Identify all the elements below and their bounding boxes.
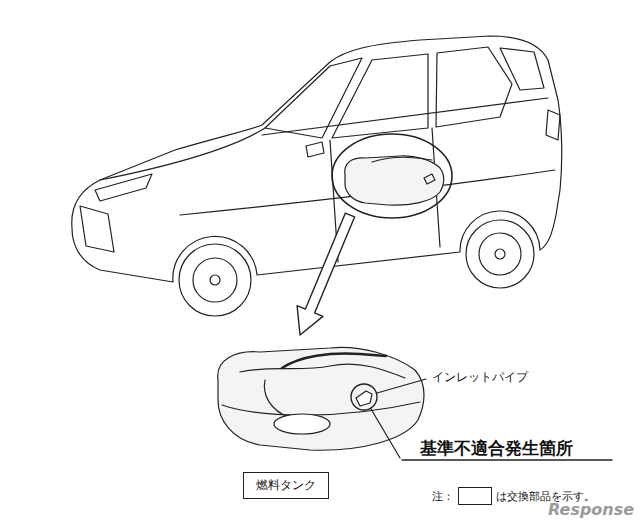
fuel-tank <box>218 347 424 450</box>
belt-line <box>262 98 548 135</box>
underline <box>402 459 612 460</box>
front-tire <box>179 244 251 316</box>
front-rim <box>193 258 237 302</box>
part-name: インレットパイプ <box>432 369 528 386</box>
rear-hub <box>495 249 505 259</box>
windshield <box>265 58 362 138</box>
inlet-pipe <box>356 391 372 406</box>
rear-door-glass <box>436 47 512 127</box>
headlight <box>95 174 152 201</box>
small-inlet <box>424 174 435 184</box>
tank-ridge <box>240 364 405 378</box>
highlight-ellipse <box>332 134 452 218</box>
hood-line <box>100 128 265 180</box>
leader-line <box>377 379 426 393</box>
mirror <box>306 142 324 157</box>
box-text: 燃料タンク <box>256 477 316 494</box>
legend-text: は交換部品を示す。 <box>496 489 595 504</box>
front-hub <box>210 275 220 285</box>
small-fuel-tank <box>345 156 444 205</box>
part-box: 燃料タンク <box>243 472 329 499</box>
note-label: 注： <box>432 489 454 504</box>
defect-location: 基準不適合発生箇所 <box>420 437 573 460</box>
quarter-glass <box>500 48 544 90</box>
tank-seam <box>222 402 420 415</box>
grille <box>80 206 114 252</box>
inlet-circle <box>351 384 377 410</box>
vent-tube <box>264 380 290 418</box>
enlarge-arrow <box>297 213 355 335</box>
tail-light <box>546 110 560 140</box>
legend-sample-box <box>458 487 492 505</box>
leader-line <box>371 409 400 458</box>
rear-tire <box>466 220 534 288</box>
filler-pipe <box>282 354 386 368</box>
small-filler-pipe <box>372 157 432 162</box>
front-door-glass <box>332 54 428 138</box>
rear-rim <box>479 233 521 275</box>
sender-unit <box>274 414 330 434</box>
